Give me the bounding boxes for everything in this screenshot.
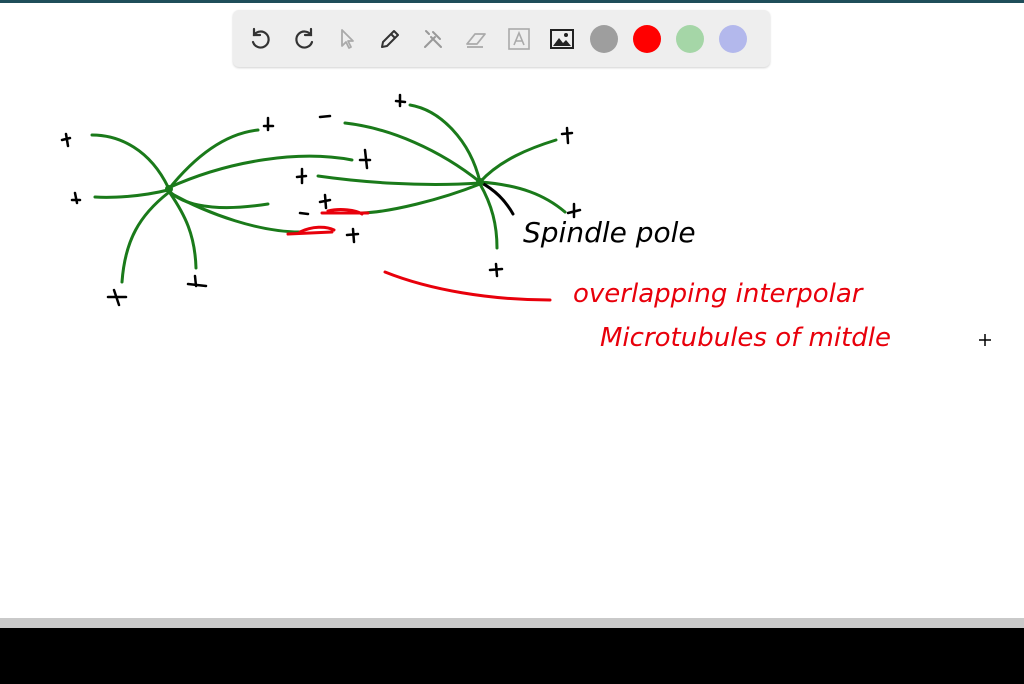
overlap-label-line2: Microtubules of mitdle — [600, 323, 891, 353]
color-green-swatch[interactable] — [676, 24, 704, 53]
plus-minus-end-marks — [60, 93, 582, 307]
window-top-border — [0, 0, 1024, 3]
horizontal-scrollbar[interactable] — [0, 618, 1024, 628]
undo-icon[interactable] — [246, 24, 276, 54]
spindle-pole-pointer — [478, 180, 515, 216]
left-pole-microtubules — [90, 128, 354, 284]
pole-dots — [165, 178, 484, 193]
right-pole-microtubules — [316, 103, 567, 250]
drawing-canvas[interactable]: Spindle pole overlapping interpolar Micr… — [0, 70, 1024, 618]
color-red-swatch[interactable] — [633, 24, 661, 53]
spindle-pole-label: Spindle pole — [523, 216, 696, 249]
color-lavender-swatch[interactable] — [719, 24, 747, 53]
redo-icon[interactable] — [289, 24, 319, 54]
image-icon[interactable] — [547, 24, 577, 54]
drawing-toolbar — [233, 10, 770, 67]
crosshair-cursor-icon — [979, 334, 991, 346]
overlap-label-line1: overlapping interpolar — [573, 279, 865, 309]
bottom-black-bar — [0, 628, 1024, 684]
pointer-icon[interactable] — [332, 24, 362, 54]
pen-icon[interactable] — [375, 24, 405, 54]
text-icon[interactable] — [504, 24, 534, 54]
color-gray-swatch[interactable] — [590, 24, 618, 53]
tools-icon[interactable] — [418, 24, 448, 54]
eraser-icon[interactable] — [461, 24, 491, 54]
overlap-highlight-marks — [286, 208, 552, 302]
